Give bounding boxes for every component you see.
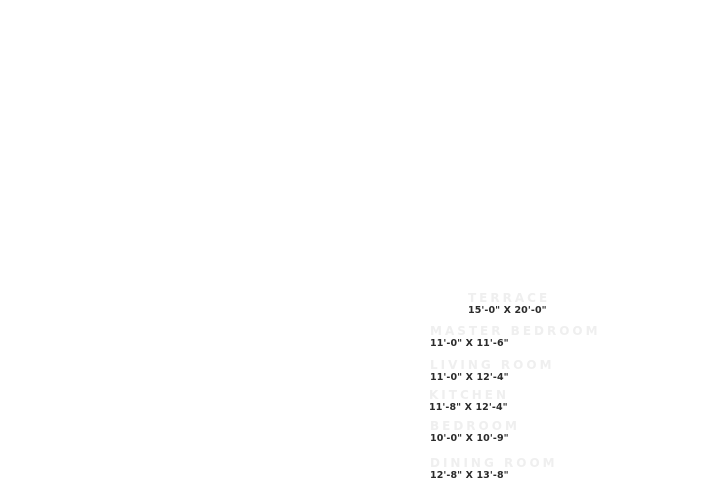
room-dimensions: 11'-0" X 11'-6" xyxy=(430,338,509,349)
room-label-master-bedroom: MASTER BEDROOM 11'-0" X 11'-6" xyxy=(430,325,601,350)
room-label-living-room: LIVING ROOM 11'-0" X 12'-4" xyxy=(430,359,555,384)
room-dimensions: 11'-8" X 12'-4" xyxy=(429,402,508,413)
room-label-terrace: TERRACE 15'-0" X 20'-0" xyxy=(468,292,550,317)
room-dimensions: 15'-0" X 20'-0" xyxy=(468,305,547,316)
room-dimensions: 11'-0" X 12'-4" xyxy=(430,372,509,383)
room-label-bedroom: BEDROOM 10'-0" X 10'-9" xyxy=(430,420,520,445)
room-dimensions: 12'-8" X 13'-8" xyxy=(430,470,509,481)
room-dimensions: 10'-0" X 10'-9" xyxy=(430,433,509,444)
room-label-dining-room: DINING ROOM 12'-8" X 13'-8" xyxy=(430,457,558,482)
room-label-kitchen: KITCHEN 11'-8" X 12'-4" xyxy=(429,389,509,414)
room-name: BEDROOM xyxy=(430,419,520,433)
room-name: DINING ROOM xyxy=(430,456,558,470)
room-name: TERRACE xyxy=(468,291,551,305)
room-name: MASTER BEDROOM xyxy=(430,324,601,338)
room-name: KITCHEN xyxy=(429,388,510,402)
room-name: LIVING ROOM xyxy=(430,358,555,372)
